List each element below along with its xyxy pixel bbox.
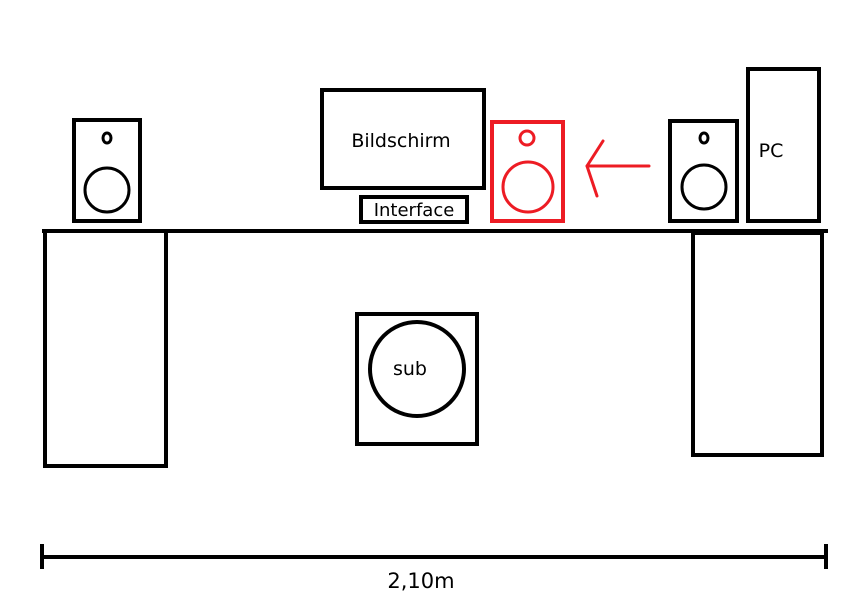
width-label: 2,10m xyxy=(387,569,454,593)
highlighted-speaker-icon xyxy=(490,120,565,223)
left-speaker-icon xyxy=(72,118,142,223)
interface-box xyxy=(359,195,469,224)
arrow-left-icon xyxy=(585,139,651,198)
monitor-label: Bildschirm xyxy=(351,130,450,152)
left-desk-cabinet xyxy=(43,229,168,468)
width-dimension-line xyxy=(40,544,828,569)
sub-label: sub xyxy=(393,358,427,380)
pc-tower xyxy=(746,67,821,223)
subwoofer-icon xyxy=(355,312,479,446)
right-desk-cabinet xyxy=(691,231,824,457)
pc-label: PC xyxy=(759,140,784,162)
right-speaker-icon xyxy=(668,119,739,223)
interface-label: Interface xyxy=(374,200,455,221)
monitor-box xyxy=(320,88,486,190)
